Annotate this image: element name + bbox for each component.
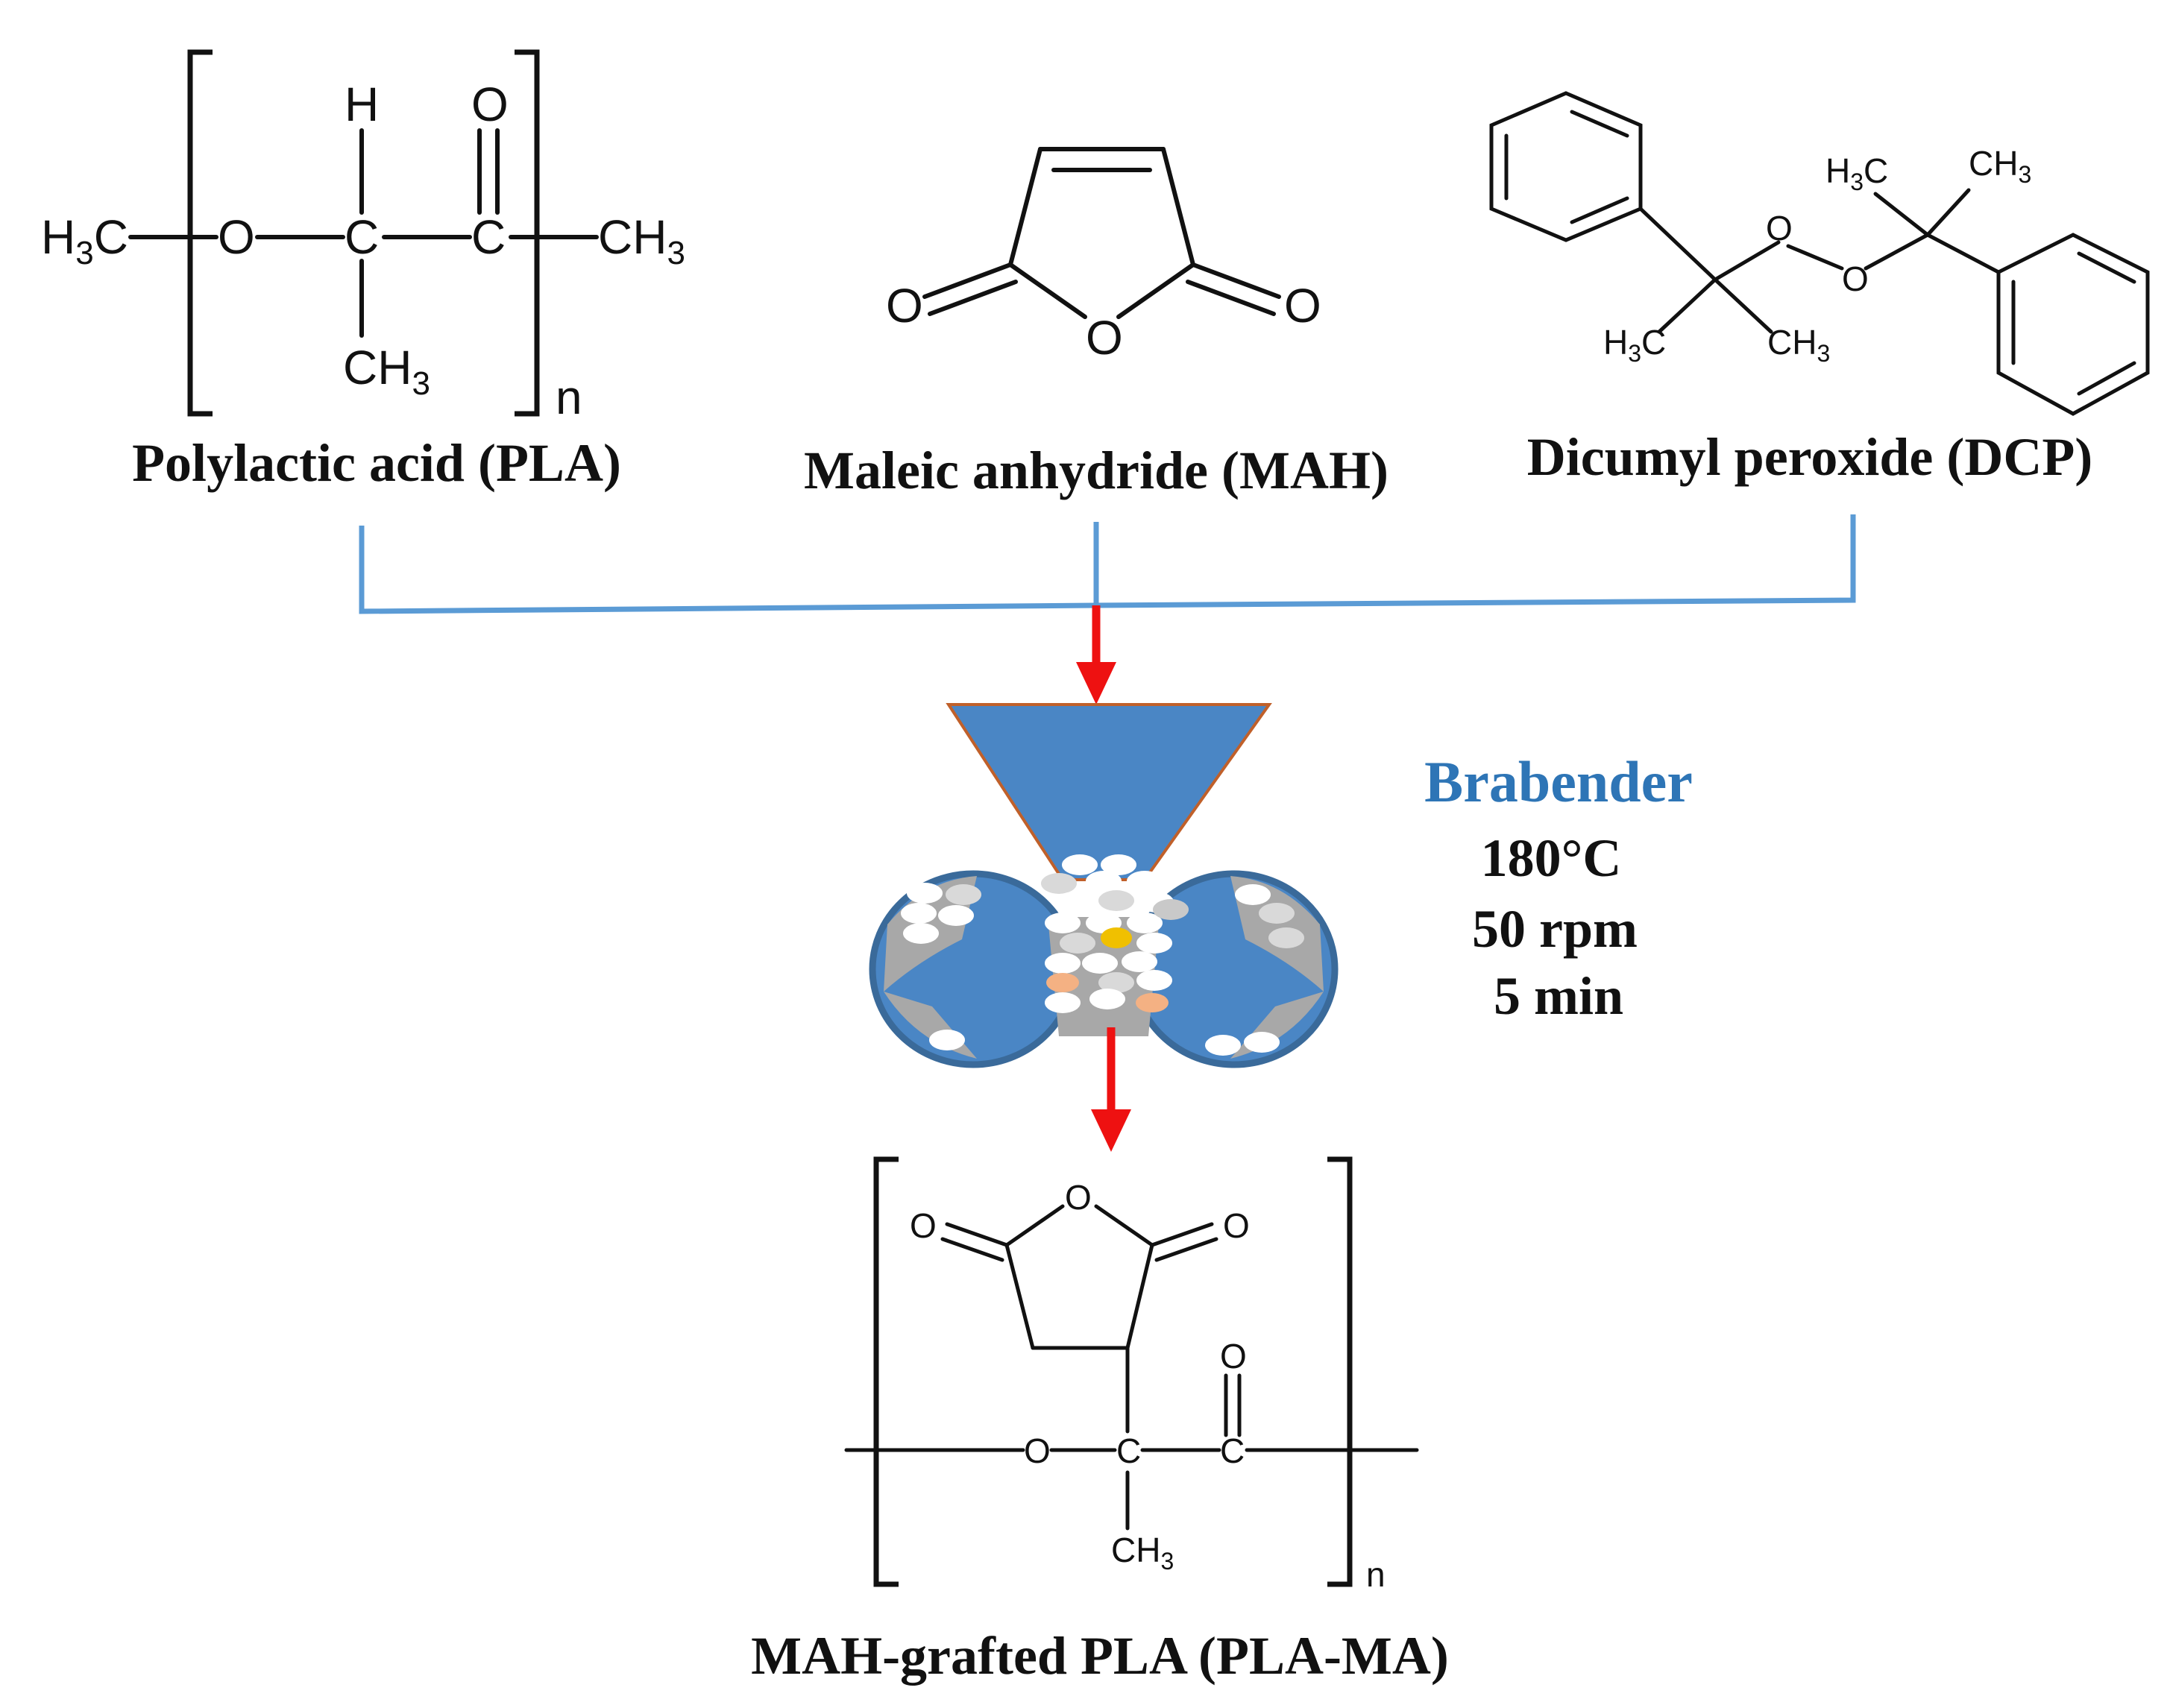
pla-h3c-label: H3C xyxy=(41,210,128,271)
pla-n-label: n xyxy=(556,371,582,424)
connector-lines xyxy=(359,514,1856,614)
benzene-ring-left xyxy=(1489,91,1643,242)
plama-o-chain-label: O xyxy=(1024,1431,1051,1470)
plama-o-left-label: O xyxy=(910,1206,937,1245)
pla-right-bracket xyxy=(515,49,540,417)
bond xyxy=(1864,233,1930,271)
pla-structure: H3C O C H CH3 C O CH3 n xyxy=(41,49,685,424)
plama-left-bracket xyxy=(873,1156,899,1587)
pla-h-label: H xyxy=(345,78,379,131)
bond xyxy=(1125,1243,1154,1350)
dcp-o1-label: O xyxy=(1766,209,1793,248)
pla-o-label: O xyxy=(218,210,255,264)
mah-ring-o-label: O xyxy=(1086,311,1123,365)
bond xyxy=(1713,240,1781,282)
plama-ring-o-label: O xyxy=(1065,1178,1092,1217)
bond xyxy=(1150,1222,1214,1247)
dcp-ch3-upper-label: CH3 xyxy=(1969,144,2031,188)
brabender-mixer xyxy=(869,703,1339,1068)
plama-right-bracket xyxy=(1327,1156,1353,1587)
bond xyxy=(940,1237,1004,1262)
bond xyxy=(1094,1204,1154,1247)
pla-carbonyl-o-label: O xyxy=(471,78,509,131)
bond xyxy=(1570,196,1629,224)
plama-n-label: n xyxy=(1366,1555,1386,1594)
process-conditions: Brabender 180°C 50 rpm 5 min xyxy=(1424,749,1693,1026)
plama-c2-label: C xyxy=(1220,1431,1245,1470)
bond xyxy=(1638,207,1717,282)
mah-o-right-label: O xyxy=(1284,279,1321,333)
pla-ch3-end-label: CH3 xyxy=(598,210,685,271)
pellets xyxy=(901,854,1304,1056)
bond xyxy=(1570,110,1629,138)
plama-c1-label: C xyxy=(1116,1431,1141,1470)
mah-o-left-label: O xyxy=(886,279,923,333)
bond xyxy=(1925,188,1971,237)
product-arrow xyxy=(1091,1027,1131,1152)
bond xyxy=(1008,147,1042,267)
pla-connector xyxy=(359,526,1097,614)
time-label: 5 min xyxy=(1494,966,1623,1026)
feed-arrow xyxy=(1076,605,1116,705)
bond xyxy=(1116,262,1195,319)
dcp-h3c-lower-label: H3C xyxy=(1603,323,1666,367)
bond xyxy=(1925,233,2001,274)
bond xyxy=(1186,280,1276,316)
pla-ch3-label: CH3 xyxy=(343,341,430,402)
dcp-structure: O O H3C CH3 H3C CH3 xyxy=(1489,91,2150,416)
plama-ch3-label: CH3 xyxy=(1111,1531,1174,1575)
pla-caption: Polylactic acid (PLA) xyxy=(132,433,621,493)
bond xyxy=(1191,262,1281,299)
bond xyxy=(945,1222,1009,1247)
pla-ma-structure: O O O O C CH3 C O n xyxy=(844,1156,1419,1594)
product-caption: MAH-grafted PLA (PLA-MA) xyxy=(751,1626,1449,1686)
plama-carbonyl-o-label: O xyxy=(1220,1337,1247,1375)
bond xyxy=(922,262,1013,299)
bond xyxy=(1008,262,1087,319)
bond xyxy=(1161,147,1195,267)
pla-c1-label: C xyxy=(345,210,379,264)
bond xyxy=(928,280,1018,316)
bond xyxy=(2077,361,2136,396)
pla-c2-label: C xyxy=(471,210,506,264)
bond xyxy=(1004,1204,1065,1247)
dcp-connector xyxy=(1095,514,1856,608)
hopper xyxy=(946,703,1272,881)
bond xyxy=(1154,1237,1218,1262)
temperature-label: 180°C xyxy=(1481,828,1622,888)
mah-caption: Maleic anhydride (MAH) xyxy=(804,441,1389,500)
bond xyxy=(1004,1243,1035,1350)
bond xyxy=(1873,192,1930,237)
dcp-h3c-upper-label: H3C xyxy=(1825,151,1888,195)
dcp-ch3-lower-label: CH3 xyxy=(1767,323,1830,367)
benzene-ring-right xyxy=(1996,233,2150,416)
plama-o-right-label: O xyxy=(1223,1206,1250,1245)
pla-left-bracket xyxy=(187,49,213,417)
brabender-label: Brabender xyxy=(1424,749,1693,814)
bond xyxy=(1786,244,1844,271)
dcp-caption: Dicumyl peroxide (DCP) xyxy=(1527,427,2093,487)
bond xyxy=(2077,251,2136,284)
bond xyxy=(1657,277,1717,334)
bond xyxy=(1713,277,1773,334)
speed-label: 50 rpm xyxy=(1472,899,1638,959)
mah-structure: O O O xyxy=(886,147,1321,365)
dcp-o2-label: O xyxy=(1842,259,1869,298)
